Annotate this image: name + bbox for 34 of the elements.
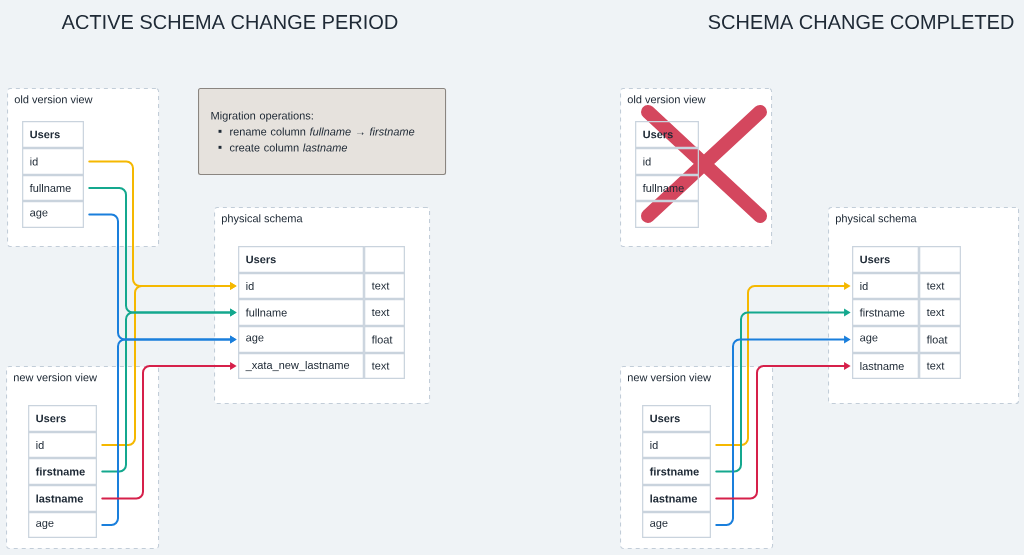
table-header-cell: Users — [852, 246, 919, 273]
table-header-cell: Users — [642, 405, 711, 432]
table-cell: text — [919, 299, 961, 326]
heading: SCHEMA CHANGE COMPLETED — [708, 14, 1014, 30]
table-cell: id — [852, 273, 919, 299]
table-cell: float — [919, 326, 961, 353]
table-cell: age — [642, 512, 711, 538]
table-cell: firstname — [28, 458, 97, 485]
table-cell: id — [635, 148, 699, 175]
table-header-cell: Users — [28, 405, 97, 432]
table-cell: id — [22, 148, 84, 175]
note-box: Migration operations: rename column fullname → firstname create column lastname — [198, 88, 447, 176]
table-cell: text — [364, 353, 405, 379]
table-cell: lastname — [852, 353, 919, 379]
table-cell — [919, 246, 961, 273]
heading: ACTIVE SCHEMA CHANGE PERIOD — [61, 14, 398, 30]
table-cell: text — [919, 353, 961, 379]
table-cell: text — [364, 273, 405, 299]
table-cell — [364, 246, 405, 273]
table-cell: float — [364, 326, 405, 353]
table-cell: text — [364, 299, 405, 326]
table-cell: text — [919, 273, 961, 299]
table-cell: firstname — [642, 458, 711, 485]
table-cell: id — [28, 432, 97, 458]
table-cell: lastname — [28, 485, 97, 512]
table-cell — [635, 201, 699, 228]
table-cell: id — [642, 432, 711, 458]
table-cell: fullname — [22, 175, 84, 201]
table-cell: age — [852, 326, 919, 353]
table-cell: lastname — [642, 485, 711, 512]
table-cell: age — [22, 201, 84, 228]
table-cell: firstname — [852, 299, 919, 326]
table-cell: age — [28, 512, 97, 538]
table-header-cell: Users — [22, 121, 84, 148]
